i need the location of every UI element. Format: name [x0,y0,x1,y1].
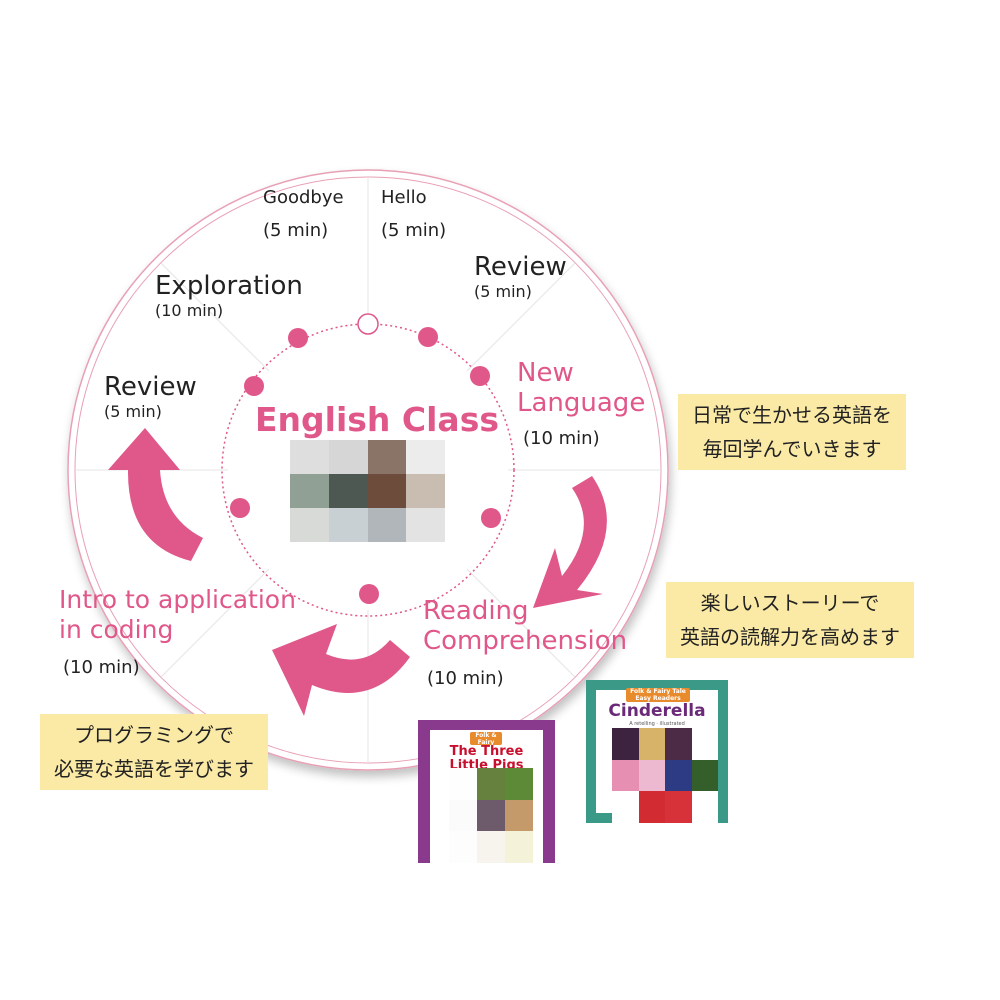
note-daily-english-line-2: 毎回学んでいきます [702,437,882,461]
marker-goodbye [288,328,308,348]
book-three-little-pigs: Folk & Fairy Tale Easy Readers The Three… [418,720,555,863]
note-daily-english-line-1: 日常で生かせる英語を [692,403,892,427]
segment-new-language-label-1: New [517,358,574,388]
segment-new-language: New Language (10 min) [517,358,645,454]
book-three-little-pigs-cover-art [449,768,533,863]
segment-hello-label: Hello [381,187,427,208]
segment-coding-label-1: Intro to application [59,585,296,614]
arrow-left [108,428,203,561]
segment-coding-label-2: in coding [59,615,174,644]
segment-review-1-duration: (5 min) [474,282,532,301]
segment-reading-label-2: Comprehension [423,626,628,656]
marker-review-1 [418,327,438,347]
segment-hello: Hello (5 min) [381,187,446,241]
note-reading-skills: 楽しいストーリーで 英語の読解力を高めます [666,582,914,658]
book-cinderella-title: Cinderella [608,701,706,721]
segment-coding-duration: (10 min) [63,657,140,678]
marker-review-2 [230,498,250,518]
flow-arrows [108,428,607,716]
book-cinderella-cover-art [612,728,718,823]
book-cinderella: Folk & Fairy Tale Easy Readers Cinderell… [586,680,728,823]
marker-hello [357,313,379,335]
inner-dotted-ring [221,323,515,617]
step-markers [230,313,501,604]
segment-goodbye-label: Goodbye [263,187,344,208]
segment-goodbye-duration: (5 min) [263,220,329,241]
segment-exploration: Exploration (10 min) [155,271,303,320]
book-cinderella-byline: A retelling · illustrated [629,721,685,727]
segment-coding: Intro to application in coding (10 min) [59,585,296,683]
arrow-bottom [272,624,410,716]
segment-review-2-label: Review [104,372,197,402]
segment-exploration-label: Exploration [155,271,303,301]
segment-new-language-label-2: Language [517,388,646,418]
marker-reading [481,508,501,528]
book-three-little-pigs-title-1: The Three [449,744,524,759]
segment-reading-duration: (10 min) [427,668,504,689]
note-daily-english: 日常で生かせる英語を 毎回学んでいきます [678,394,906,470]
segment-new-language-duration: (10 min) [523,428,600,449]
page-title: English Class [255,400,499,439]
segment-dividers [75,177,661,763]
note-coding-english-line-1: プログラミングで [74,723,234,747]
segment-review-2: Review (5 min) [104,372,197,421]
book-three-little-pigs-tag: Folk & Fairy Tale Easy Readers [470,732,502,760]
note-reading-skills-line-2: 英語の読解力を高めます [680,625,900,649]
segment-goodbye: Goodbye (5 min) [263,187,344,241]
book-cinderella-tag: Folk & Fairy Tale Easy Readers [626,688,690,702]
segment-review-1-label: Review [474,252,567,282]
segment-review-2-duration: (5 min) [104,402,162,421]
note-coding-english: プログラミングで 必要な英語を学びます [40,714,268,790]
segment-reading: Reading Comprehension (10 min) [423,596,627,694]
note-reading-skills-line-1: 楽しいストーリーで [700,591,880,615]
marker-new-language [470,366,490,386]
segment-exploration-duration: (10 min) [155,301,224,320]
classroom-photo [290,440,445,542]
segment-reading-label-1: Reading [423,596,529,626]
marker-coding [359,584,379,604]
note-coding-english-line-2: 必要な英語を学びます [54,757,254,781]
arrow-right [533,476,607,608]
segment-hello-duration: (5 min) [381,220,447,241]
marker-exploration [244,376,264,396]
segment-review-1: Review (5 min) [474,252,567,301]
